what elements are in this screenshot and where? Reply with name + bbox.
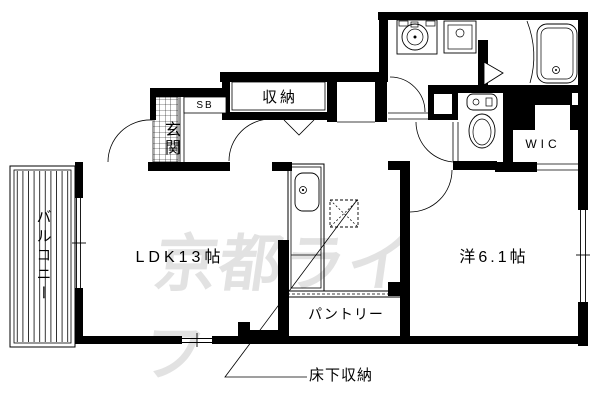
kitchen-counter: [287, 163, 325, 292]
balcony-label: バルコニー: [34, 208, 52, 304]
balcony-deck-stripes: [15, 171, 70, 342]
washroom-door-arc: [389, 76, 426, 113]
wic-label: WIC: [525, 137, 561, 151]
shoe-box-outline: [183, 96, 227, 114]
pipe-space: [434, 94, 452, 114]
balcony-area: [9, 165, 76, 348]
bathtub-icon: [536, 23, 578, 84]
underfloor-storage-marker: [224, 199, 359, 378]
thresholds: [337, 112, 578, 171]
toilet-door-arc: [415, 121, 457, 163]
western-room-door-arc: [409, 169, 453, 213]
underfloor-storage-label: 床下収納: [309, 367, 374, 384]
washing-machine-pan-icon: [443, 20, 477, 54]
entrance-door-arc: [107, 119, 153, 163]
bathroom-folding-door-icon: [483, 61, 504, 86]
storage-label: 収納: [261, 88, 298, 106]
shoe-box-label: SB: [196, 100, 214, 111]
bathroom-door-swing-arc: [526, 20, 535, 84]
kitchen-sink-icon: [294, 172, 320, 212]
ldk-door-arc: [228, 118, 272, 162]
entrance-label: 玄関: [162, 121, 179, 157]
closet-folding-door-icon: [283, 119, 315, 136]
washbasin-icon: [396, 19, 438, 55]
storage-closet-box: [231, 81, 326, 111]
underfloor-leader-line: [224, 199, 358, 378]
toilet-icon: [466, 93, 498, 149]
pantry-sliding-door: [287, 290, 400, 298]
ldk-label: LDK13帖: [135, 249, 225, 266]
western-room-label: 洋6.1帖: [459, 249, 529, 266]
walls: [75, 12, 588, 346]
windows: [72, 198, 590, 347]
pantry-label: パントリー: [308, 305, 384, 322]
